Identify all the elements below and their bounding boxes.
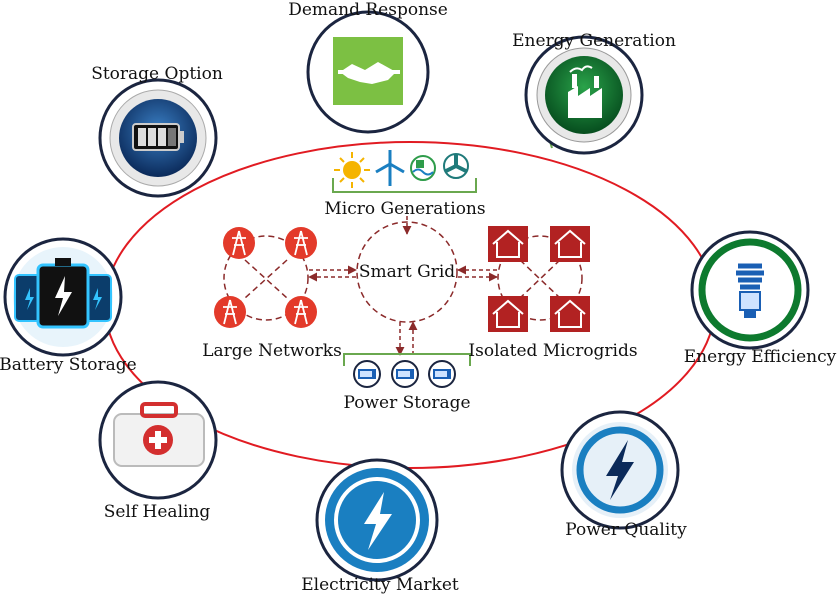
- battery-icon: [353, 360, 381, 388]
- energy-efficiency-node: [690, 230, 810, 350]
- battery-icon: [119, 99, 197, 177]
- battery-icon: [391, 360, 419, 388]
- storage-option-node: [98, 78, 218, 198]
- bulb-icon: [698, 238, 802, 342]
- sun-icon: [334, 152, 370, 188]
- electricity-market-label: Electricity Market: [301, 575, 459, 595]
- first-aid-kit-icon: [113, 402, 205, 467]
- batteries-icon: [13, 247, 113, 347]
- wind-turbine-icon: [375, 150, 405, 186]
- factory-icon: [545, 56, 623, 134]
- energy-generation-label: Energy Generation: [512, 31, 676, 51]
- isolated-microgrids-label: Isolated Microgrids: [468, 341, 638, 361]
- house-icon: [550, 226, 590, 262]
- smart-grid-label: Smart Grid: [358, 262, 456, 282]
- electricity-market-node: [315, 458, 439, 582]
- lightning-icon: [576, 426, 664, 514]
- power-quality-node: [560, 410, 680, 530]
- micro-generations-label: Micro Generations: [324, 199, 486, 219]
- energy-efficiency-label: Energy Efficiency: [683, 347, 837, 367]
- isolated-microgrids-cluster: [488, 226, 590, 332]
- demand-response-node: [306, 10, 430, 134]
- tower-icon: [285, 296, 317, 328]
- handshake-icon: [333, 37, 403, 105]
- house-icon: [488, 226, 528, 262]
- micro-generations-icons: [332, 150, 477, 193]
- large-networks-cluster: [214, 227, 317, 328]
- fan-icon: [443, 153, 469, 179]
- tower-icon: [214, 296, 246, 328]
- tower-icon: [223, 227, 255, 259]
- house-icon: [488, 296, 528, 332]
- hydro-icon: [410, 155, 436, 181]
- power-storage-icons: [343, 353, 471, 388]
- battery-storage-node: [3, 237, 123, 357]
- self-healing-label: Self Healing: [103, 502, 211, 522]
- large-networks-label: Large Networks: [202, 341, 342, 361]
- battery-icon: [428, 360, 456, 388]
- tower-icon: [285, 227, 317, 259]
- power-quality-label: Power Quality: [565, 520, 687, 540]
- power-storage-label: Power Storage: [343, 393, 471, 413]
- self-healing-node: [98, 380, 218, 500]
- storage-option-label: Storage Option: [91, 64, 223, 84]
- house-icon: [550, 296, 590, 332]
- demand-response-label: Demand Response: [288, 0, 448, 20]
- lightning-icon: [325, 468, 429, 572]
- battery-storage-label: Battery Storage: [0, 355, 137, 375]
- smart-grid-ring: [356, 221, 458, 323]
- grid-link-arrows: [308, 265, 498, 356]
- energy-generation-node: [524, 35, 644, 155]
